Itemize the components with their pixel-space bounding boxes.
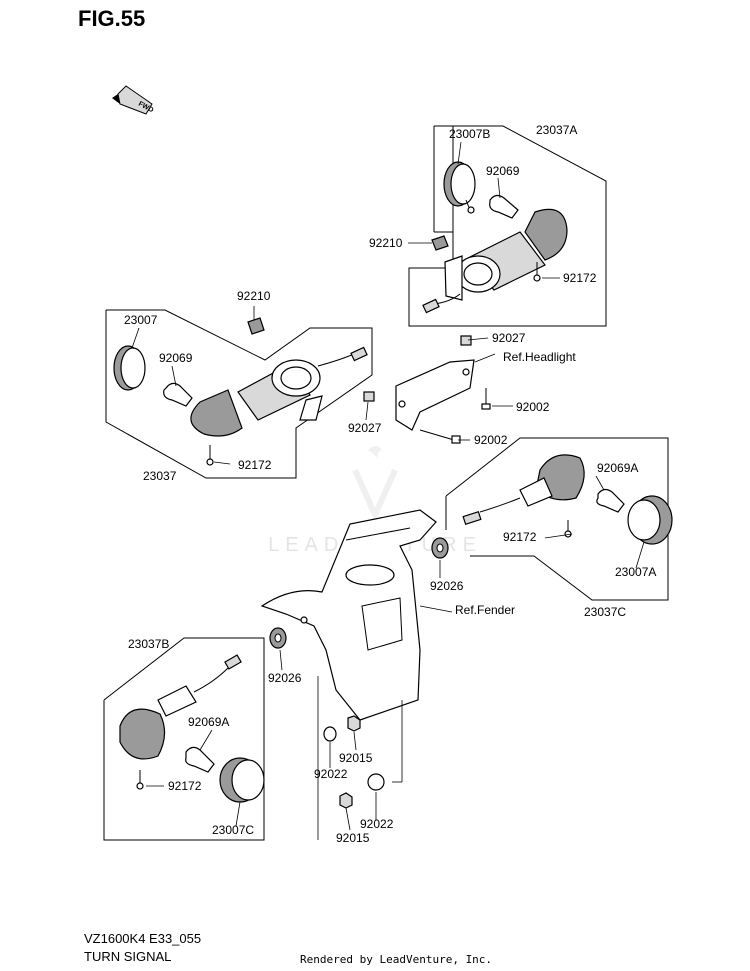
label-92022-lower: 92022 <box>360 817 394 831</box>
label-92027-top: 92027 <box>492 331 526 345</box>
lens-23007 <box>113 345 146 391</box>
grommet-92210-top <box>431 235 449 251</box>
turn-signal-23037B-housing <box>119 654 242 760</box>
label-92015-upper: 92015 <box>339 751 373 765</box>
figure-title: FIG.55 <box>78 6 146 31</box>
label-92015-lower: 92015 <box>336 831 370 845</box>
screw-92172-left <box>206 445 214 466</box>
section-title: TURN SIGNAL <box>84 949 172 964</box>
label-92069-top: 92069 <box>486 164 520 178</box>
rear-fender-bracket <box>260 509 437 721</box>
part-labels: 23007B 23037A 92069 92210 92172 92027 Re… <box>124 123 656 845</box>
bolt-92002-lower <box>419 429 461 444</box>
screw-92172-top <box>533 262 541 282</box>
label-92026-right: 92026 <box>430 579 464 593</box>
group-23037-outline <box>105 309 373 479</box>
label-92172-left: 92172 <box>238 458 272 472</box>
bulb-92069A-right <box>596 488 625 513</box>
washer-92026-right <box>431 537 449 559</box>
model-code: VZ1600K4 E33_055 <box>84 931 202 946</box>
fwd-arrow-icon: FWD <box>112 85 154 115</box>
label-23007A: 23007A <box>615 565 656 579</box>
label-92172-top: 92172 <box>563 271 597 285</box>
label-ref-fender: Ref.Fender <box>455 603 515 617</box>
washer-92026-left <box>269 627 287 649</box>
turn-signal-23037C-housing <box>462 454 585 526</box>
label-23037: 23037 <box>143 469 177 483</box>
bulb-92069-top <box>489 194 519 219</box>
label-92069-left: 92069 <box>159 351 193 365</box>
label-92026-left: 92026 <box>268 671 302 685</box>
label-92069A-left: 92069A <box>188 715 229 729</box>
label-92210-top: 92210 <box>369 236 403 250</box>
group-23037C-outline <box>445 437 669 601</box>
washer-92022-lower <box>367 773 385 791</box>
label-23037B: 23037B <box>128 637 169 651</box>
lens-23007A <box>627 495 673 545</box>
nut-92015-upper <box>347 715 361 732</box>
label-23037A: 23037A <box>536 123 577 137</box>
label-ref-headlight: Ref.Headlight <box>503 350 576 364</box>
label-92172-right: 92172 <box>503 530 537 544</box>
label-92069A-right: 92069A <box>597 461 638 475</box>
label-23007B: 23007B <box>449 127 490 141</box>
washer-92022-upper <box>323 726 337 742</box>
bulb-92069A-left <box>185 746 215 773</box>
grommet-92210-left <box>247 317 265 335</box>
leader-lines <box>131 141 645 840</box>
render-credit: Rendered by LeadVenture, Inc. <box>300 953 493 966</box>
label-92022-upper: 92022 <box>314 767 348 781</box>
label-92027-left: 92027 <box>348 421 382 435</box>
label-92210-left: 92210 <box>237 289 271 303</box>
lens-23007C <box>219 757 265 803</box>
turn-signal-23037A-housing <box>422 208 568 314</box>
screw-92172-lower-left <box>136 770 144 790</box>
headlight-bracket <box>363 335 475 431</box>
turn-signal-23037-housing <box>190 346 368 437</box>
label-92172-lower-left: 92172 <box>168 779 202 793</box>
label-23007: 23007 <box>124 313 158 327</box>
bolt-92002-upper <box>481 388 491 410</box>
label-23037C: 23037C <box>584 605 626 619</box>
watermark-logo <box>352 446 398 523</box>
nut-92015-lower <box>339 792 353 809</box>
group-23037A-outline <box>408 125 607 327</box>
label-92002-upper: 92002 <box>516 400 550 414</box>
lens-23007B <box>443 161 476 214</box>
label-23007C: 23007C <box>212 823 254 837</box>
label-92002-lower: 92002 <box>474 433 508 447</box>
bulb-92069-left <box>163 382 193 407</box>
